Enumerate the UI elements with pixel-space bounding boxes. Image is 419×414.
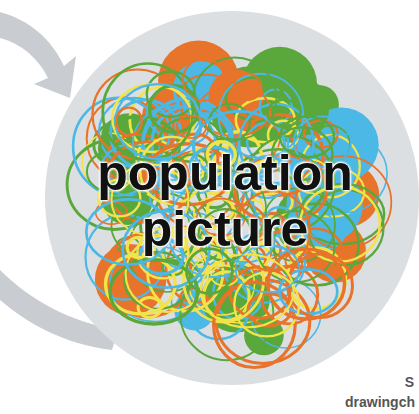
scribble-loop	[214, 282, 296, 367]
scribble-loop	[268, 249, 345, 319]
population-circle: population picture	[44, 10, 419, 386]
scribble-loop	[150, 86, 199, 133]
grey-disc	[45, 11, 419, 385]
scribble-loop	[177, 116, 207, 138]
arrow-band	[0, 12, 76, 98]
credit-text: S	[405, 374, 414, 390]
scribble-loop	[268, 100, 301, 127]
scribble-loop	[234, 74, 262, 100]
node-title: population picture	[85, 145, 365, 257]
scribble-loop	[183, 59, 224, 101]
credit-text: drawingch	[345, 394, 415, 410]
scribble-loop	[116, 108, 141, 136]
scribble-loop	[110, 260, 198, 324]
